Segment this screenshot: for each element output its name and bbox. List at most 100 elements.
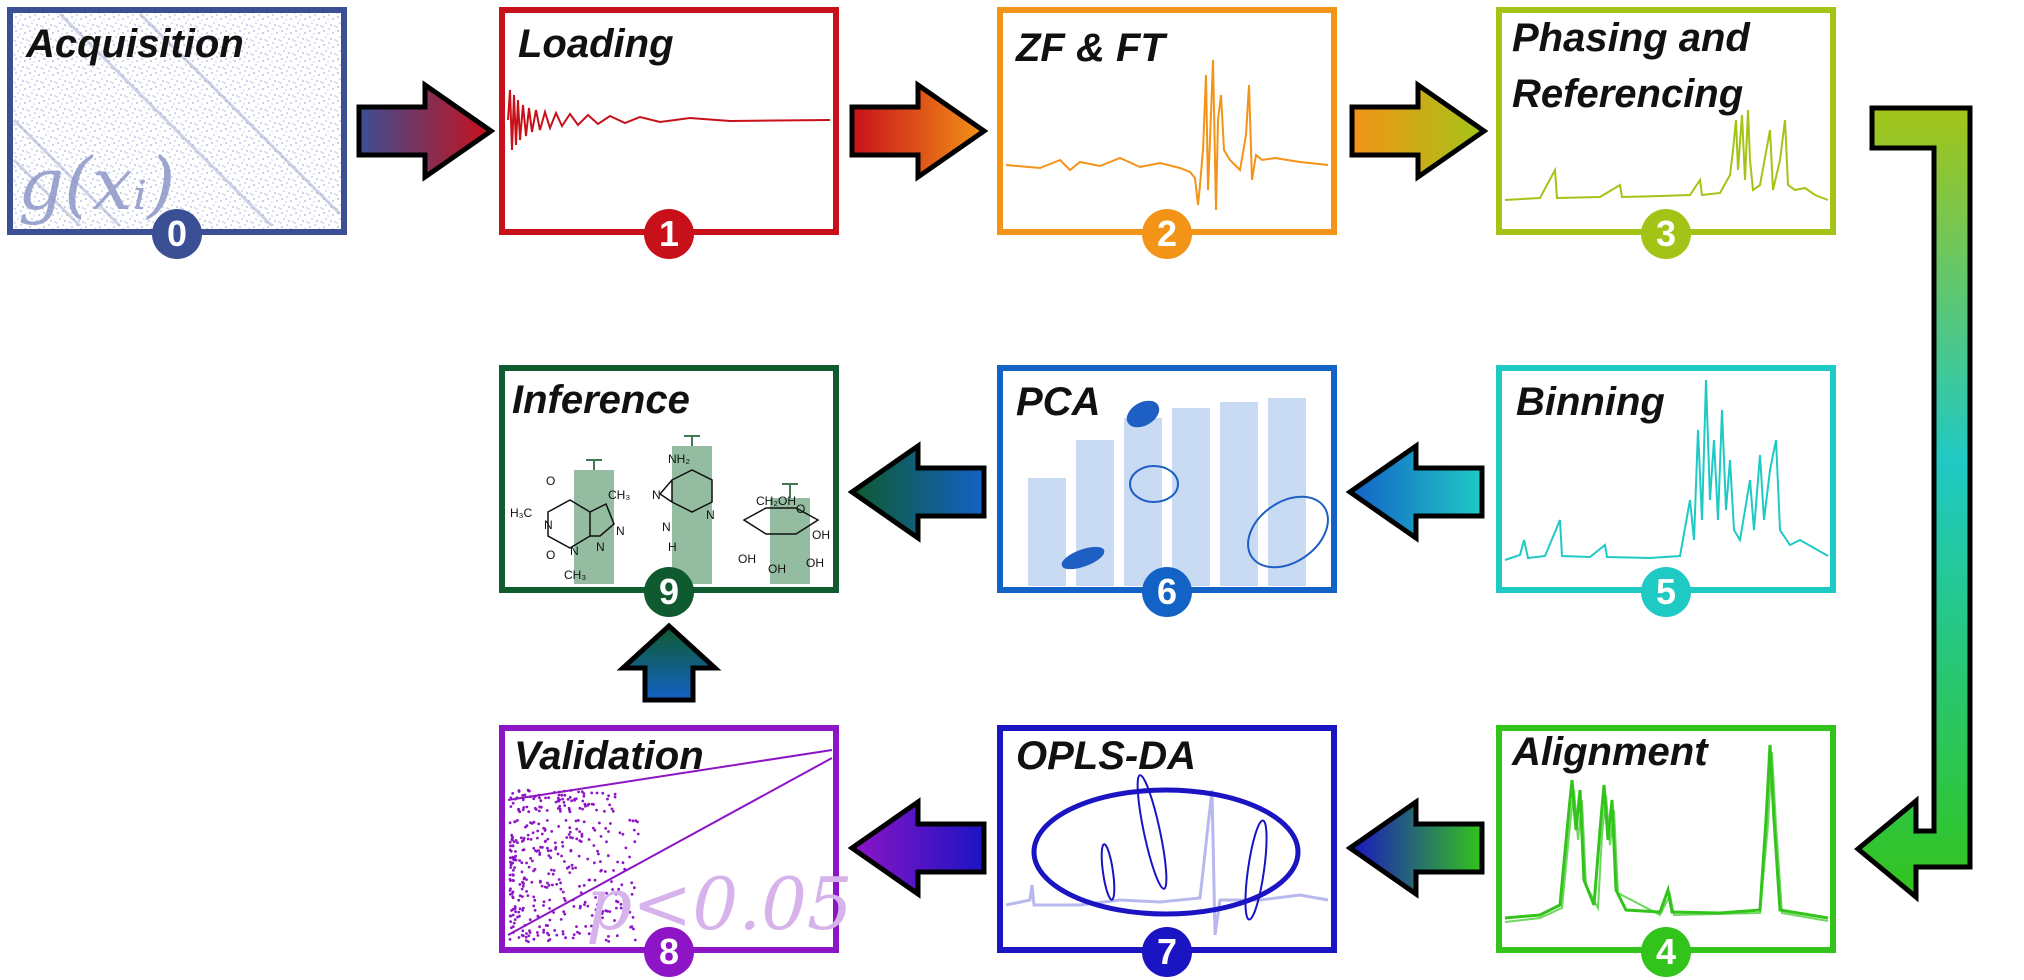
- validation-point: [532, 904, 536, 908]
- pca-cluster: [1061, 546, 1105, 570]
- validation-point: [600, 912, 604, 915]
- opls-confidence-ellipse: [1031, 787, 1301, 917]
- validation-point: [531, 859, 534, 863]
- sugar-atom-label: OH: [812, 528, 830, 542]
- validation-point: [561, 890, 565, 894]
- validation-point: [579, 891, 583, 894]
- validation-point: [633, 886, 636, 890]
- fid-signal: [507, 89, 831, 151]
- validation-point: [528, 931, 532, 934]
- validation-point: [572, 933, 576, 936]
- validation-point: [532, 895, 536, 899]
- validation-point: [546, 881, 549, 885]
- validation-point: [530, 880, 534, 884]
- stage-7-oplsda: [997, 725, 1337, 953]
- validation-point: [546, 849, 550, 853]
- validation-point: [508, 938, 512, 941]
- aligned-spectra: [1504, 744, 1829, 920]
- validation-point: [563, 899, 567, 902]
- validation-point: [543, 840, 547, 843]
- validation-point: [609, 822, 612, 825]
- validation-point: [630, 881, 634, 885]
- validation-point: [546, 846, 549, 850]
- validation-point: [522, 806, 526, 809]
- validation-point: [513, 820, 516, 824]
- validation-point: [510, 838, 514, 842]
- validation-point: [548, 898, 552, 902]
- validation-point: [538, 851, 542, 855]
- validation-point: [509, 844, 512, 848]
- validation-point: [582, 792, 586, 795]
- adenine-atom-label: N: [706, 508, 715, 522]
- caffeine-atom-label: CH₃: [608, 488, 631, 502]
- validation-point: [525, 878, 528, 881]
- validation-point: [509, 879, 512, 882]
- sugar-atom-label: OH: [738, 552, 756, 566]
- validation-point: [610, 880, 613, 883]
- validation-point: [591, 931, 595, 935]
- validation-point: [583, 903, 586, 906]
- validation-point: [607, 940, 611, 943]
- validation-point: [630, 892, 634, 896]
- validation-point: [613, 795, 617, 799]
- validation-point: [577, 819, 580, 822]
- validation-point: [517, 808, 520, 811]
- validation-point: [545, 809, 549, 812]
- stage-6-number: 6: [1142, 567, 1192, 617]
- validation-point: [633, 938, 637, 942]
- validation-point: [569, 836, 572, 839]
- validation-point: [628, 855, 631, 859]
- validation-point: [556, 796, 560, 800]
- validation-point: [559, 918, 563, 921]
- validation-point: [557, 878, 561, 881]
- validation-point: [525, 861, 528, 865]
- validation-point: [578, 830, 581, 833]
- validation-point: [599, 835, 603, 838]
- validation-point: [546, 924, 549, 927]
- validation-point: [520, 887, 524, 891]
- validation-point: [581, 807, 584, 811]
- validation-point: [564, 819, 568, 822]
- sugar-atom-label: O: [796, 502, 806, 516]
- validation-point: [548, 938, 552, 941]
- validation-point: [511, 925, 515, 928]
- validation-point: [526, 788, 530, 792]
- validation-point: [563, 912, 567, 916]
- validation-point: [604, 827, 608, 830]
- validation-point: [606, 854, 610, 858]
- validation-point: [577, 854, 581, 858]
- validation-point: [632, 927, 635, 931]
- validation-point: [512, 921, 516, 925]
- validation-point: [508, 889, 512, 892]
- validation-point: [520, 861, 524, 865]
- validation-point: [540, 832, 544, 836]
- validation-point: [525, 824, 529, 828]
- validation-point: [590, 924, 593, 928]
- validation-point: [520, 933, 524, 937]
- stage-0-title: Acquisition: [26, 22, 244, 66]
- validation-point: [565, 836, 569, 839]
- validation-point: [559, 809, 562, 813]
- stage-0-number: 0: [152, 209, 202, 259]
- validation-point: [607, 794, 610, 798]
- validation-point: [535, 849, 539, 853]
- validation-point: [605, 891, 608, 895]
- validation-point: [539, 879, 542, 883]
- validation-point: [569, 849, 573, 853]
- validation-point: [563, 860, 566, 863]
- validation-point: [511, 907, 515, 911]
- validation-point: [608, 910, 612, 913]
- validation-point: [587, 838, 591, 841]
- validation-point: [560, 793, 564, 797]
- stage-3-number: 3: [1641, 209, 1691, 259]
- stage-4-number: 4: [1641, 927, 1691, 977]
- adenine-atom-label: H: [668, 540, 677, 554]
- validation-point: [513, 905, 517, 908]
- caffeine-atom-label: O: [546, 474, 556, 488]
- validation-point: [522, 836, 526, 840]
- validation-point: [553, 929, 557, 932]
- validation-point: [629, 925, 632, 929]
- binned-spectrum: [1504, 379, 1829, 561]
- validation-point: [542, 900, 546, 904]
- validation-point: [545, 819, 549, 822]
